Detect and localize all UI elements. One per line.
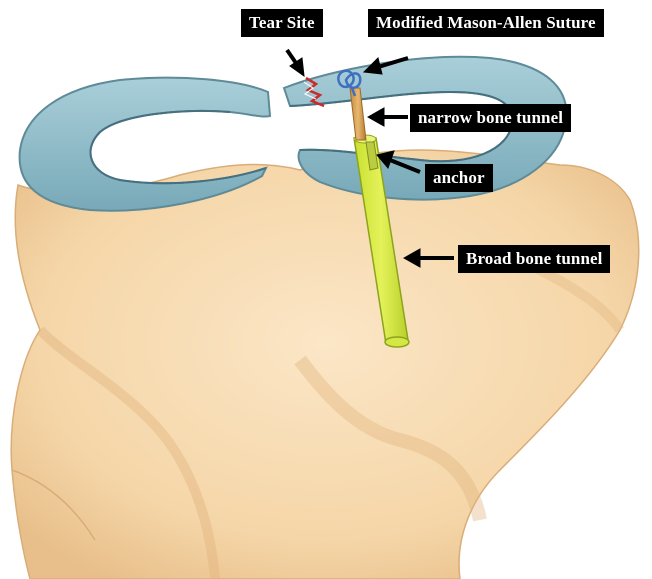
lateral-meniscus-body	[20, 78, 270, 211]
tibia-bone	[11, 150, 638, 579]
tear-site-label: Tear Site	[241, 9, 323, 37]
suture-label: Modified Mason-Allen Suture	[368, 9, 604, 37]
narrow-bone-tunnel-label: narrow bone tunnel	[410, 104, 571, 132]
broad-bone-tunnel-label: Broad bone tunnel	[458, 245, 610, 273]
broad-tunnel-end	[385, 337, 409, 347]
bone-body	[11, 150, 638, 579]
anchor-label: anchor	[425, 164, 493, 192]
lateral-meniscus	[20, 78, 270, 211]
narrow-arrow-head	[368, 108, 384, 126]
